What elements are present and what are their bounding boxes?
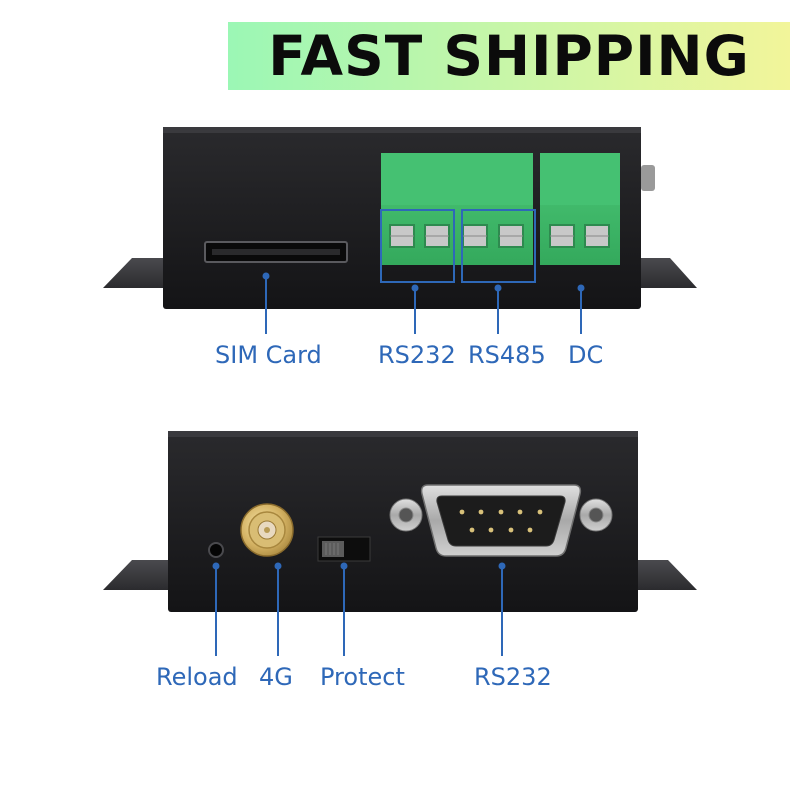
label-rs485: RS485 [468,341,546,369]
left-flange [103,258,165,288]
db9-connector[interactable] [389,484,613,557]
label-protect: Protect [320,663,405,691]
front-callout-dots [262,272,585,292]
back-callout-lines [215,566,503,656]
reload-button-hole[interactable] [208,542,224,558]
label-reload: Reload [156,663,238,691]
side-screw [641,165,655,191]
fast-shipping-banner: FAST SHIPPING [228,22,790,90]
label-4g: 4G [259,663,293,691]
rs485-highlight-box [461,209,536,283]
label-sim-card: SIM Card [215,341,322,369]
antenna-connector[interactable] [240,503,294,557]
back-left-flange [103,560,170,590]
protect-switch[interactable] [317,536,371,562]
label-dc: DC [568,341,604,369]
banner-title: FAST SHIPPING [268,24,750,88]
label-rs232-back: RS232 [474,663,552,691]
terminal-openings [389,224,610,248]
right-flange [640,258,697,288]
back-panel [103,431,697,656]
front-panel [103,127,697,334]
front-callout-lines [265,276,582,334]
rs232-highlight-box [380,209,455,283]
back-callout-dots [212,562,506,570]
label-rs232-front: RS232 [378,341,456,369]
back-right-flange [635,560,697,590]
